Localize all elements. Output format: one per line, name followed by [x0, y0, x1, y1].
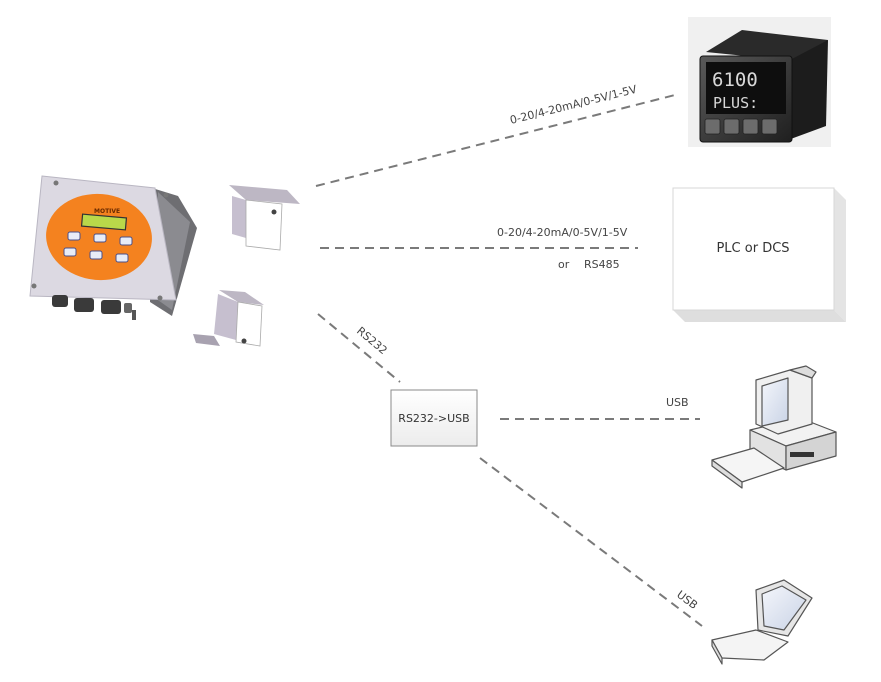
- link-analog-to-meter: [315, 94, 676, 187]
- controller-lcd: [80, 213, 128, 231]
- mounting-bracket-lower: [193, 290, 264, 347]
- meter-display-top: 6100: [712, 69, 758, 91]
- desktop-computer: [711, 365, 837, 489]
- label-or: or: [558, 258, 570, 271]
- converter-label: RS232->USB: [398, 412, 469, 425]
- label-rs232: RS232: [354, 324, 390, 357]
- label-analog-plc: 0-20/4-20mA/0-5V/1-5V: [497, 226, 628, 239]
- label-usb-desktop: USB: [666, 396, 689, 409]
- mounting-bracket-upper: [229, 185, 300, 251]
- laptop-computer: [711, 579, 813, 665]
- panel-meter-device: 6100 PLUS:: [688, 17, 831, 147]
- rs232-usb-converter-node: RS232->USB: [390, 389, 478, 447]
- meter-keys: [704, 118, 778, 135]
- link-rs232: [317, 313, 401, 383]
- controller-device: MOTIVE: [29, 175, 197, 320]
- label-analog-meter: 0-20/4-20mA/0-5V/1-5V: [509, 83, 639, 127]
- controller-keypad: [63, 231, 133, 263]
- plc-dcs-node: PLC or DCS: [672, 187, 846, 322]
- controller-cable-glands: [52, 295, 136, 320]
- link-usb-laptop: [479, 457, 703, 627]
- controller-brand: MOTIVE: [94, 208, 120, 215]
- plc-label: PLC or DCS: [716, 241, 789, 256]
- meter-display-bottom: PLUS:: [713, 94, 758, 112]
- label-rs485: RS485: [584, 258, 620, 271]
